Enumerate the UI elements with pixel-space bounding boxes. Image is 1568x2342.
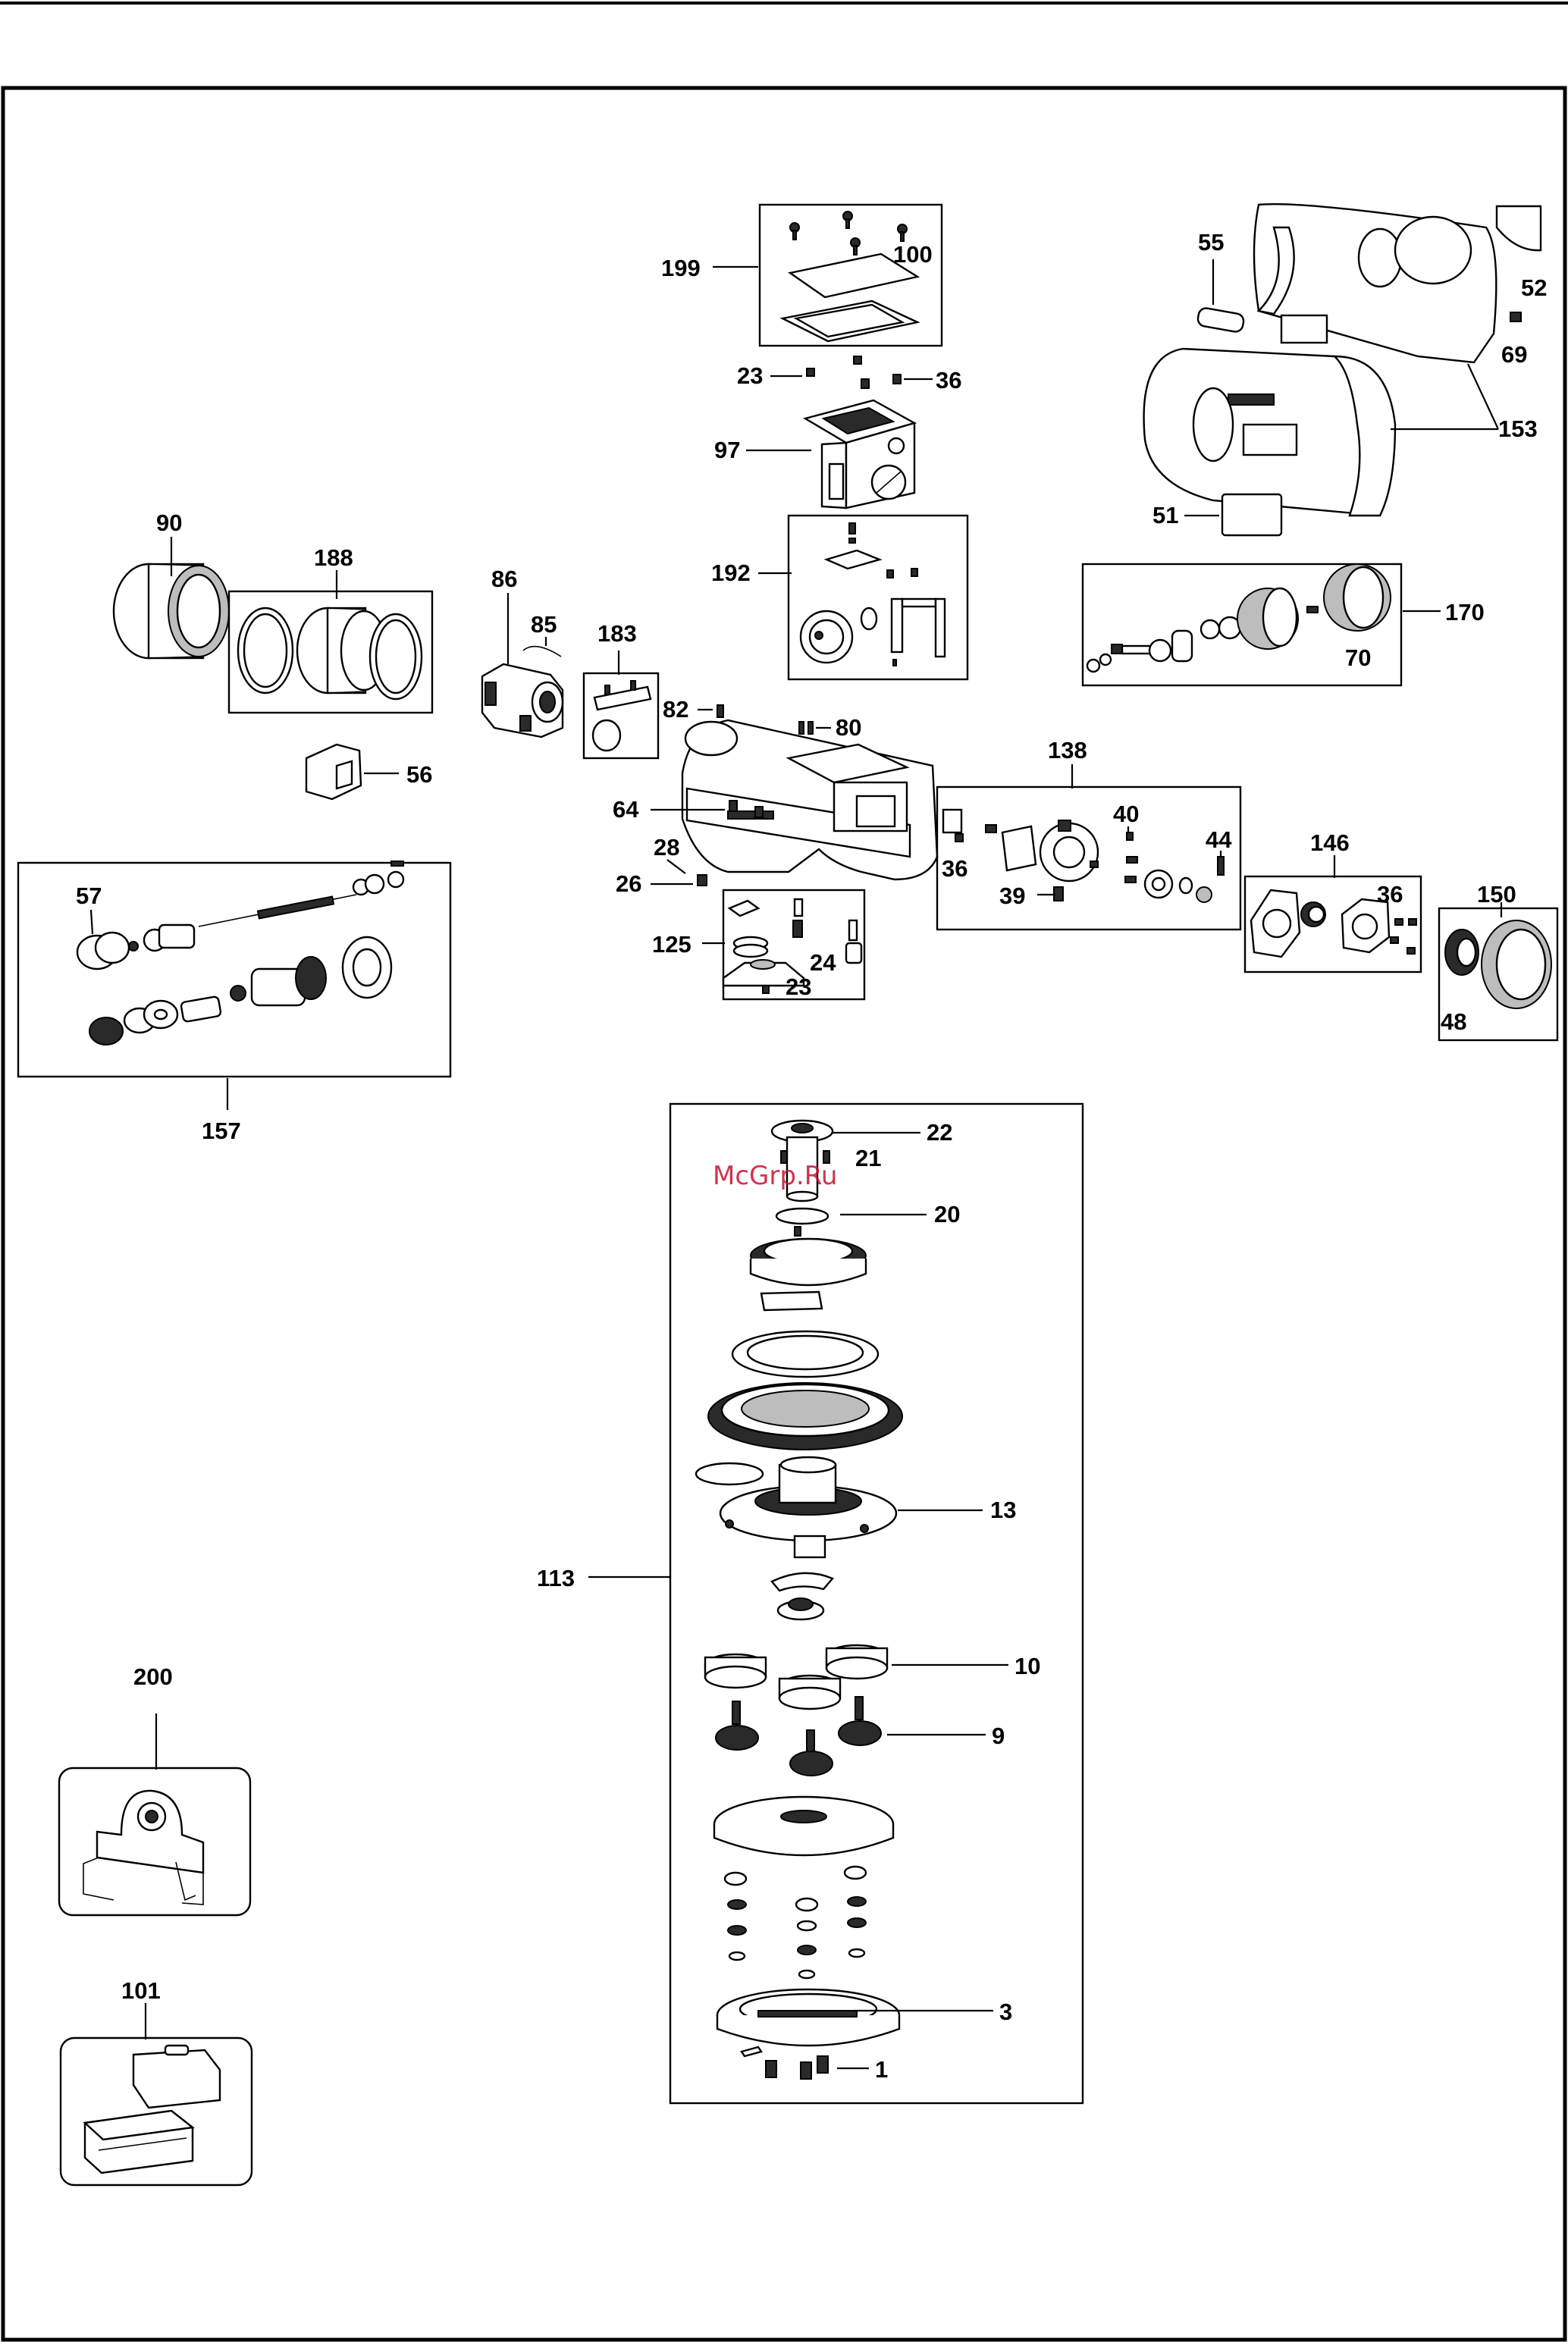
label-57: 57 [76, 883, 102, 909]
label-70: 70 [1345, 644, 1371, 671]
part-ring-gear-top [751, 1227, 866, 1285]
label-86: 86 [491, 566, 517, 592]
part-138-parts [943, 810, 1224, 902]
label-28: 28 [654, 834, 679, 861]
part-192-parts [801, 523, 945, 666]
label-1: 1 [875, 2056, 888, 2083]
part-55-pin [1196, 307, 1244, 333]
part-150-knob [1445, 920, 1551, 1008]
label-138: 138 [1048, 737, 1087, 763]
label-23-lower: 23 [786, 973, 811, 1000]
part-screws-23-36 [807, 356, 901, 388]
label-157: 157 [202, 1118, 241, 1144]
part-80-screws [799, 722, 813, 734]
label-51: 51 [1152, 502, 1178, 528]
part-199-plate [782, 212, 917, 341]
label-80: 80 [836, 714, 861, 741]
label-188: 188 [314, 544, 353, 571]
label-56: 56 [406, 761, 432, 788]
label-44: 44 [1206, 826, 1232, 853]
part-82-screw [717, 705, 723, 717]
group-box-183 [584, 673, 658, 758]
part-nut [778, 1598, 823, 1619]
label-90: 90 [156, 509, 182, 536]
label-55: 55 [1198, 229, 1224, 256]
part-label-plate [761, 1292, 822, 1310]
label-150: 150 [1477, 881, 1516, 908]
label-101: 101 [121, 1977, 161, 2004]
label-125: 125 [652, 931, 691, 958]
label-146: 146 [1310, 829, 1350, 856]
label-97: 97 [714, 437, 740, 463]
part-washers-stack [725, 1867, 866, 1978]
part-200-bracket [83, 1791, 203, 1905]
label-200: 200 [133, 1663, 173, 1690]
label-153: 153 [1498, 415, 1538, 442]
part-101-case [85, 2046, 220, 2173]
part-183-parts [593, 681, 651, 751]
label-113: 113 [537, 1565, 575, 1591]
label-20: 20 [934, 1201, 960, 1227]
label-82: 82 [663, 696, 688, 723]
label-52: 52 [1521, 274, 1547, 301]
label-183: 183 [597, 620, 637, 647]
watermark: McGrp.Ru [713, 1161, 837, 1191]
part-52-cap [1497, 206, 1541, 250]
label-199: 199 [661, 255, 701, 281]
part-188-rings [238, 608, 422, 699]
label-192: 192 [711, 560, 751, 586]
part-56-clip [306, 745, 361, 799]
label-13: 13 [990, 1497, 1016, 1523]
label-36-top: 36 [936, 367, 961, 393]
label-36-right: 36 [1377, 881, 1403, 908]
label-170: 170 [1445, 599, 1485, 625]
part-gear-ring [708, 1383, 902, 1450]
part-86-holder [482, 664, 563, 737]
part-o-ring [696, 1463, 763, 1485]
label-39: 39 [999, 883, 1025, 909]
part-20-washer [776, 1209, 828, 1224]
part-90-sleeve [114, 564, 229, 658]
label-22: 22 [927, 1119, 952, 1146]
label-21: 21 [855, 1145, 881, 1171]
label-100: 100 [893, 241, 933, 268]
label-85: 85 [531, 611, 557, 638]
label-64: 64 [613, 796, 639, 823]
label-23-top: 23 [737, 362, 763, 389]
part-153-housing [1144, 204, 1497, 516]
label-40: 40 [1113, 801, 1139, 827]
label-26: 26 [616, 870, 641, 897]
label-36-mid: 36 [942, 855, 967, 882]
part-97-prism-block [805, 400, 914, 508]
label-3: 3 [999, 1999, 1012, 2025]
part-main-body [682, 720, 937, 879]
label-10: 10 [1014, 1653, 1040, 1679]
part-26-screw [698, 875, 707, 886]
part-69-screw [1510, 312, 1521, 321]
part-3-bottom-plate [717, 1989, 899, 2046]
label-69: 69 [1501, 341, 1527, 368]
part-157-shaft [77, 861, 403, 1045]
part-85-spring [523, 647, 561, 657]
part-51-window [1222, 494, 1281, 535]
part-base-plate [714, 1797, 893, 1855]
label-9: 9 [992, 1723, 1005, 1749]
part-spring-clip [772, 1573, 833, 1591]
part-1-screws [742, 2047, 828, 2079]
part-scale-ring [732, 1331, 878, 1377]
label-48: 48 [1441, 1008, 1466, 1035]
label-24: 24 [810, 949, 836, 976]
